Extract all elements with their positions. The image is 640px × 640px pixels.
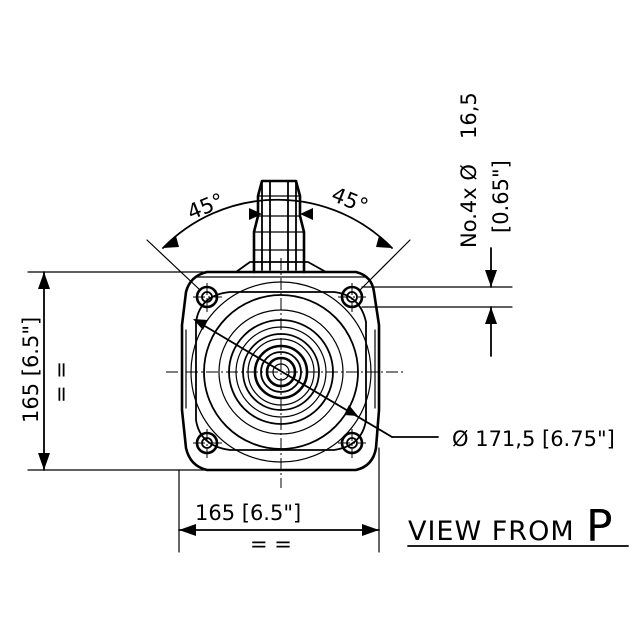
view-title: VIEW FROM P (407, 501, 629, 552)
height-dimension: 165 [6.5"] = = (19, 271, 251, 471)
hole-dia-inch: [0.65"] (489, 160, 513, 233)
hole-diameter-dimension: No.4x Ø 16,5 [0.65"] (361, 92, 513, 357)
center-lines (146, 239, 411, 488)
flange-outline (180, 270, 381, 472)
view-title-letter: P (586, 501, 613, 552)
width-dimension: 165 [6.5"] = = (178, 447, 380, 556)
hole-dia-value: 16,5 (457, 92, 481, 139)
pitch-circle-leader: Ø 171,5 [6.75"] (193, 319, 615, 451)
angle-label-left: 45° (184, 188, 228, 224)
hole-count-label: No.4x Ø (457, 164, 481, 248)
angle-label-right: 45° (328, 182, 372, 218)
width-equal-mark: = = (250, 532, 292, 556)
height-dim-label: 165 [6.5"] (19, 317, 43, 423)
view-title-text: VIEW FROM (408, 516, 575, 547)
height-equal-mark: = = (49, 361, 73, 403)
shaft (235, 179, 327, 274)
angle-dimension: 45° 45° (162, 182, 393, 249)
width-dim-label: 165 [6.5"] (195, 501, 301, 525)
pitch-circle-label: Ø 171,5 [6.75"] (452, 427, 615, 451)
